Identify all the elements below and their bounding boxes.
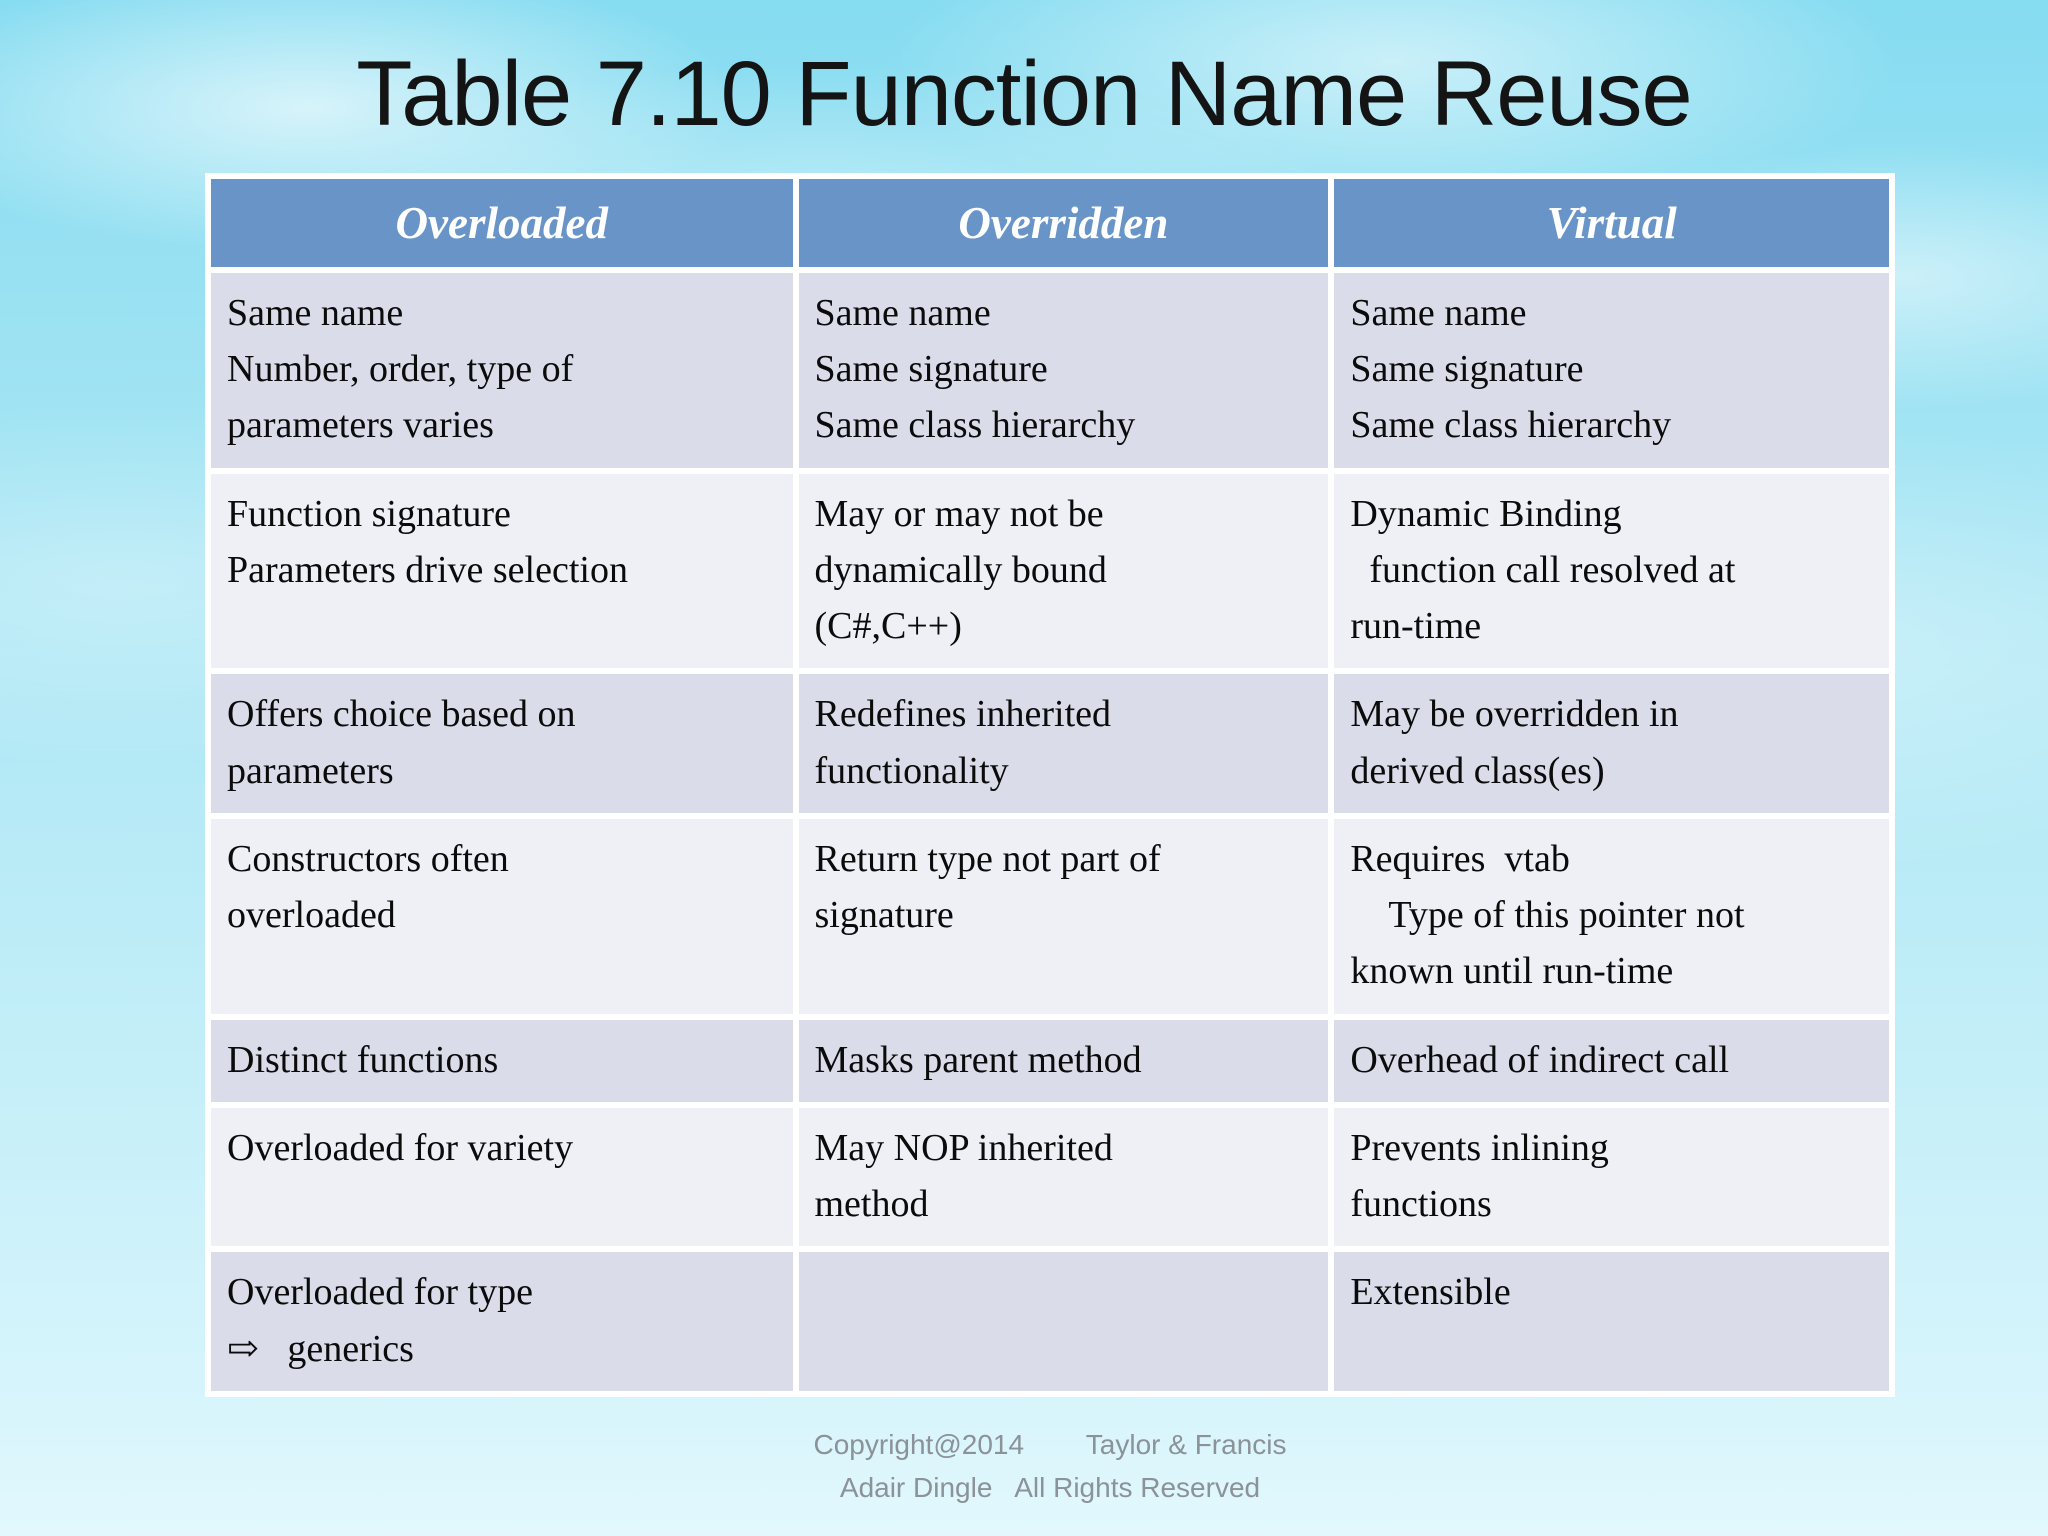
table-cell-r5-overridden: Masks parent method xyxy=(798,1019,1329,1102)
table-cell-r4-virtual: Requires vtab Type of this pointer not k… xyxy=(1334,818,1889,1014)
copyright-footer: Copyright@2014 Taylor & Francis Adair Di… xyxy=(205,1423,1895,1510)
table-cell-r2-overridden: May or may not be dynamically bound (C#,… xyxy=(798,473,1329,669)
table-cell-r7-virtual: Extensible xyxy=(1334,1252,1889,1391)
table-cell-r1-overridden: Same name Same signature Same class hier… xyxy=(798,273,1329,468)
copyright-line-1: Copyright@2014 Taylor & Francis xyxy=(813,1428,1287,1460)
table-cell-r3-virtual: May be overridden in derived class(es) xyxy=(1334,674,1889,813)
table-cell-r6-virtual: Prevents inlining functions xyxy=(1334,1107,1889,1247)
table-cell-r2-overloaded: Function signature Parameters drive sele… xyxy=(211,473,793,669)
table-cell-r5-overloaded: Distinct functions xyxy=(211,1019,793,1102)
table-cell-r4-overridden: Return type not part of signature xyxy=(798,818,1329,1014)
table-cell-r6-overridden: May NOP inherited method xyxy=(798,1107,1329,1247)
table-cell-r7-overloaded: Overloaded for type ⇨ generics xyxy=(211,1252,793,1391)
function-name-reuse-table: Overloaded Overridden Virtual Same name … xyxy=(205,173,1895,1397)
table-cell-r3-overloaded: Offers choice based on parameters xyxy=(211,674,793,813)
table-cell-r7-overridden xyxy=(798,1252,1329,1391)
column-header-overridden: Overridden xyxy=(798,179,1329,267)
column-header-virtual: Virtual xyxy=(1334,179,1889,267)
table-cell-r1-virtual: Same name Same signature Same class hier… xyxy=(1334,273,1889,468)
table-cell-r6-overloaded: Overloaded for variety xyxy=(211,1107,793,1247)
copyright-line-2: Adair Dingle All Rights Reserved xyxy=(839,1472,1261,1504)
table-cell-r1-overloaded: Same name Number, order, type of paramet… xyxy=(211,273,793,468)
table-cell-r3-overridden: Redefines inherited functionality xyxy=(798,674,1329,813)
slide-title: Table 7.10 Function Name Reuse xyxy=(356,43,1692,145)
table-cell-r5-virtual: Overhead of indirect call xyxy=(1334,1019,1889,1102)
table-cell-r2-virtual: Dynamic Binding function call resolved a… xyxy=(1334,473,1889,669)
table-cell-r4-overloaded: Constructors often overloaded xyxy=(211,818,793,1014)
column-header-overloaded: Overloaded xyxy=(211,179,793,267)
